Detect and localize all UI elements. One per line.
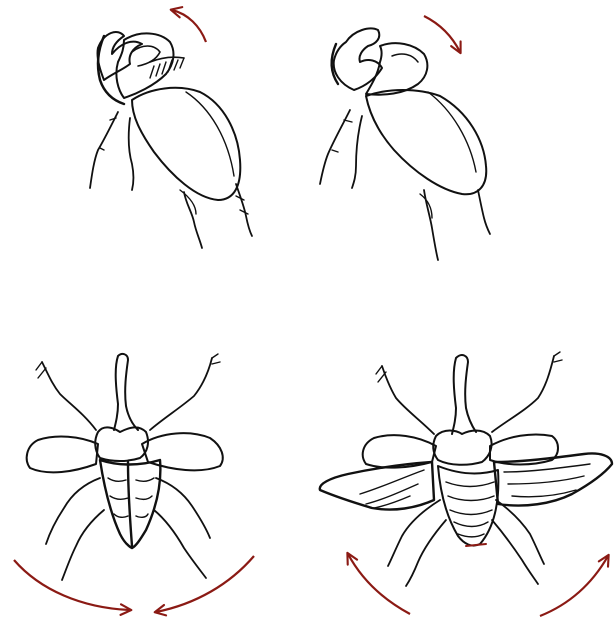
beetle-leg [236, 184, 252, 236]
beetle-leg [184, 192, 202, 248]
beetle-horn [452, 355, 476, 434]
beetle-leg [496, 500, 544, 564]
beetle-abdomen [438, 466, 498, 546]
beetle-hindwing-right [494, 453, 612, 505]
beetle-leg [129, 118, 134, 190]
beetle-elytron-right [142, 433, 223, 470]
beetle-leg [156, 478, 210, 538]
beetle-leg [406, 520, 446, 586]
beetle-hindwing-left [320, 462, 434, 510]
beetle-side-view-1 [90, 32, 252, 248]
beetle-leg [62, 510, 104, 580]
beetle-antenna [492, 356, 554, 432]
beetle-elytra [366, 90, 486, 194]
beetle-leg [154, 510, 206, 578]
beetle-side-view-2 [320, 29, 490, 261]
beetle-head [334, 29, 382, 91]
beetle-top-view-1 [27, 354, 223, 580]
opening-arrow-left-icon [348, 554, 410, 614]
beetle-elytra [132, 88, 240, 200]
beetle-horn [114, 354, 138, 430]
beetle-top-view-2 [320, 352, 612, 586]
rotation-arrow-icon [172, 10, 206, 42]
closing-arrow-left-icon [14, 560, 130, 610]
beetle-antenna [382, 366, 434, 434]
closing-arrow-right-icon [156, 556, 254, 612]
rotation-arrow-icon [424, 16, 460, 52]
beetle-leg [46, 478, 100, 544]
beetle-leg [492, 520, 538, 584]
beetle-antenna [150, 358, 212, 430]
beetle-pronotum [366, 43, 427, 95]
beetle-pronotum [433, 431, 491, 465]
beetle-leg [320, 110, 350, 184]
beetle-elytron-left [27, 437, 98, 473]
beetle-antenna [42, 362, 96, 430]
beetle-leg [352, 116, 362, 188]
opening-arrow-right-icon [540, 556, 608, 616]
beetle-leg [478, 190, 490, 234]
beetle-pronotum [95, 427, 148, 461]
